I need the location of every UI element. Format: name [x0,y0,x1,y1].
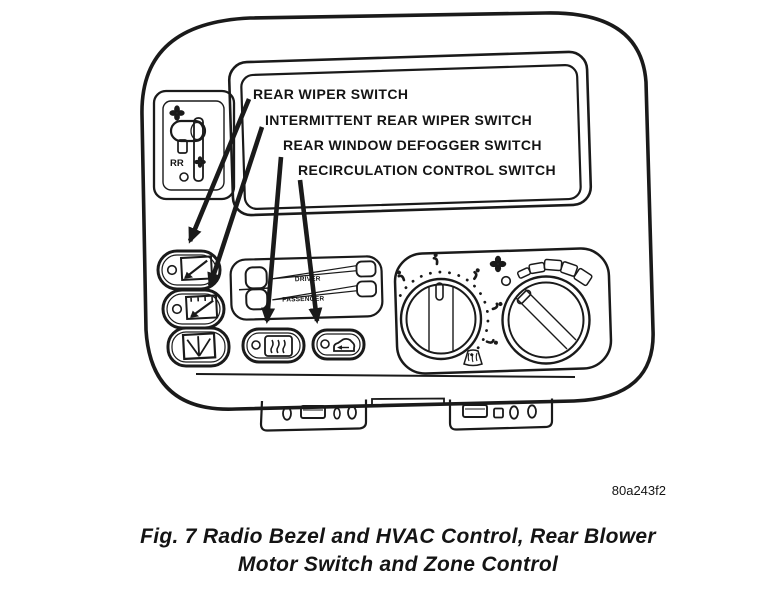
connector-slot [462,404,488,418]
callout-intermittent-rear-wiper: INTERMITTENT REAR WIPER SWITCH [265,112,532,128]
passenger-label: PASSENGER [282,296,324,304]
knob-indicator-slot [516,289,532,305]
connector-tab-right [448,398,554,431]
recirculation-icon [333,337,356,352]
blower-speed-knob [489,255,593,365]
indicator-lamp [171,303,183,315]
callout-arrow-recirculation [297,179,323,324]
indicator-lamp [320,339,330,349]
rear-blower-label: RR [170,158,184,169]
rear-window-defogger-button [241,327,306,364]
blower-off-dot [500,275,512,287]
callout-arrow-rear-wiper [187,98,252,244]
callout-arrow-intermittent-wiper [207,126,265,289]
connector-tab-left [259,399,368,432]
indicator-lamp [251,340,261,350]
figure-caption-line1: Fig. 7 Radio Bezel and HVAC Control, Rea… [140,525,657,548]
mode-bilevel-icon [432,251,440,266]
connector-hole [527,404,537,419]
blower-speed-segments [516,258,593,287]
rear-blower-motor-switch: RR [152,89,236,201]
knob-indicator-slot [435,282,444,301]
rear-washer-button [166,326,231,368]
fan-icon [194,156,206,168]
detent-dots [398,270,490,359]
connector-hole [333,407,341,420]
connector-bridge [366,397,450,407]
off-position-dot [179,172,189,182]
fan-icon [489,255,507,273]
connector-slot [300,405,326,419]
figure-code: 80a243f2 [612,483,666,498]
mode-panel-icon [394,268,407,283]
fan-icon [169,105,185,121]
intermittent-wiper-icon [184,294,219,321]
temp-blend-icon [238,266,273,311]
connector-hole [493,407,504,419]
callout-recirculation-control: RECIRCULATION CONTROL SWITCH [298,162,556,178]
intermittent-rear-wiper-button [161,288,226,330]
connector-hole [347,405,357,420]
rear-wiper-icon [179,255,214,282]
zone-control-panel: DRIVER PASSENGER [229,255,384,321]
driver-label: DRIVER [295,276,321,284]
callout-arrow-defogger [261,156,284,324]
washer-icon [181,332,217,361]
callout-rear-window-defogger: REAR WINDOW DEFOGGER SWITCH [283,137,542,153]
mode-mix-icon [490,299,505,312]
defrost-icon [463,349,483,367]
indicator-lamp [166,264,178,276]
figure-caption-line2: Motor Switch and Zone Control [238,553,559,576]
bezel-crease-line [195,373,576,378]
slider-track [193,117,204,182]
mode-floor-icon [470,266,482,281]
hvac-control-panel [393,247,613,375]
bezel-outline [140,11,655,411]
callout-rear-wiper-switch: REAR WIPER SWITCH [253,86,408,102]
driver-slider [271,260,377,280]
passenger-slider [272,280,378,301]
connector-hole [509,405,519,420]
radio-display-bezel [227,50,593,217]
defogger-icon [264,335,293,357]
mode-knob [394,251,505,367]
mode-defrost-floor-icon [485,337,500,347]
recirculation-button [311,328,366,361]
connector-hole [282,406,292,421]
slider-knob [169,119,207,154]
